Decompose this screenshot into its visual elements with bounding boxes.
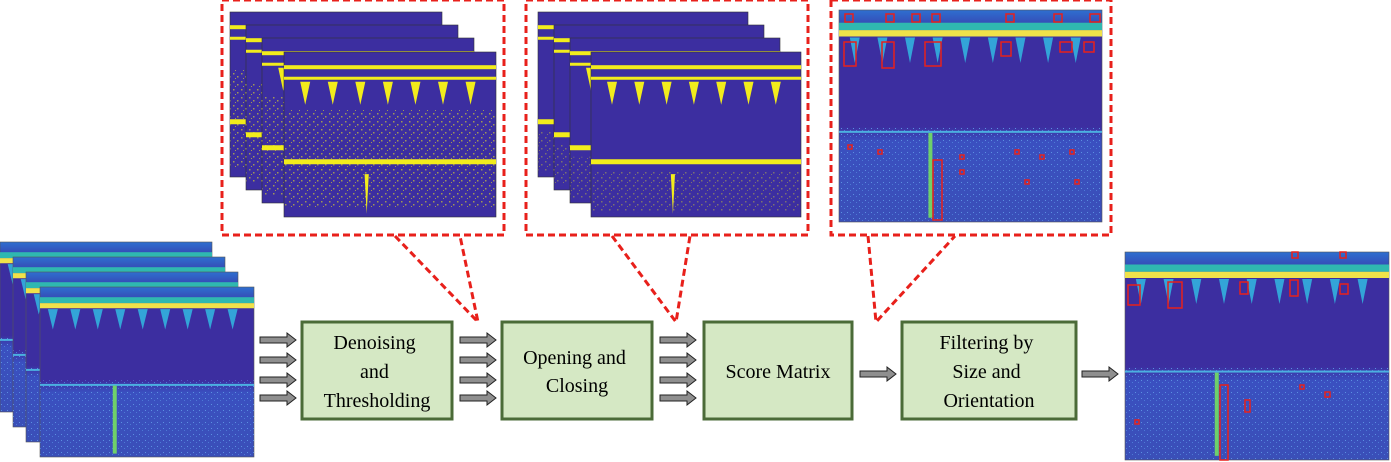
step-denoising: Denoising and Thresholding xyxy=(300,320,454,421)
detection-box xyxy=(1089,13,1101,23)
detection-box xyxy=(1289,279,1299,297)
detection-box xyxy=(1324,391,1331,398)
callout-thresholding xyxy=(220,0,506,327)
callout-pointer xyxy=(393,234,481,327)
callout-frame xyxy=(829,0,1113,237)
spectrogram-image xyxy=(1124,251,1390,461)
arrow-icon xyxy=(459,389,497,407)
step-label-line: Orientation xyxy=(943,390,1034,412)
detection-box xyxy=(847,144,853,150)
detection-box xyxy=(1291,251,1299,259)
detection-box xyxy=(1083,41,1095,53)
step-label-line: Filtering by xyxy=(940,332,1034,354)
arrow-icon xyxy=(459,371,497,389)
detection-box xyxy=(1219,384,1229,461)
svg-text:Opening and Closing: Opening and Closing xyxy=(523,347,631,397)
step-score-matrix: Score Matrix xyxy=(702,320,854,421)
binary-mask-image xyxy=(590,51,802,218)
step-filtering: Filtering by Size and Orientation xyxy=(900,320,1078,421)
spectrogram-image xyxy=(838,9,1103,223)
callout-frame xyxy=(220,0,506,237)
detection-box xyxy=(1167,281,1183,309)
arrow-icon xyxy=(259,389,297,407)
step-label-line: Thresholding xyxy=(324,390,431,412)
arrow-icon xyxy=(259,351,297,369)
step-box xyxy=(702,320,854,421)
detection-box xyxy=(844,13,854,23)
arrow-icon xyxy=(659,389,697,407)
step-label-line: and xyxy=(360,361,389,383)
spectrogram-image xyxy=(39,286,255,458)
svg-text:Denoising and Thre: Denoising and Thresholding xyxy=(324,332,431,412)
step-label-line: Denoising xyxy=(333,332,415,354)
callout-morphology xyxy=(524,0,810,326)
detection-box xyxy=(911,13,921,23)
output-spectrogram xyxy=(1124,251,1390,461)
detection-box xyxy=(931,13,941,23)
arrow-icon xyxy=(259,331,297,349)
detection-box xyxy=(877,149,883,155)
detection-box xyxy=(885,13,895,23)
detection-box xyxy=(1024,179,1030,185)
detection-box xyxy=(843,41,857,67)
detection-box xyxy=(1127,284,1141,306)
detection-box xyxy=(1339,283,1349,295)
arrow-icon xyxy=(1081,365,1119,383)
detection-box xyxy=(932,159,943,221)
detection-box xyxy=(1239,281,1249,295)
callout-pointer xyxy=(610,235,692,326)
binary-mask-image xyxy=(283,51,497,218)
flow-arrows xyxy=(259,331,1119,407)
detection-box xyxy=(1339,251,1347,259)
detection-box xyxy=(1059,41,1073,53)
arrow-icon xyxy=(859,365,897,383)
callout-pointer xyxy=(866,234,957,326)
step-label-line: Score Matrix xyxy=(726,361,831,383)
detection-box xyxy=(959,169,965,175)
input-spectrogram-stack xyxy=(0,241,255,458)
detection-box xyxy=(1000,41,1012,57)
step-label-line: Size and xyxy=(952,361,1020,383)
arrow-icon xyxy=(659,351,697,369)
detection-box xyxy=(1299,384,1305,390)
detection-box xyxy=(1039,154,1045,160)
detection-box xyxy=(1005,13,1015,23)
step-box xyxy=(500,320,654,421)
detection-box xyxy=(1069,149,1075,155)
callout-frame xyxy=(524,0,810,237)
detection-box xyxy=(1244,399,1251,413)
detection-box xyxy=(881,41,895,69)
arrow-icon xyxy=(459,331,497,349)
step-box xyxy=(900,320,1078,421)
detection-box xyxy=(959,154,965,160)
step-label-line: Closing xyxy=(546,375,608,397)
step-box xyxy=(300,320,454,421)
svg-text:Filtering by Size and: Filtering by Size and Orientation xyxy=(940,332,1039,412)
arrow-icon xyxy=(459,351,497,369)
arrow-icon xyxy=(659,371,697,389)
callout-score-matrix xyxy=(829,0,1113,326)
step-label-line: Opening and xyxy=(523,347,626,369)
detection-box xyxy=(1053,13,1063,23)
detection-box xyxy=(1074,179,1080,185)
detection-box xyxy=(924,41,942,67)
detection-box xyxy=(1134,419,1140,425)
detection-box xyxy=(1014,149,1020,155)
arrow-icon xyxy=(659,331,697,349)
arrow-icon xyxy=(259,371,297,389)
svg-text:Score Matrix: Score Matrix xyxy=(726,361,831,383)
step-opening-closing: Opening and Closing xyxy=(500,320,654,421)
